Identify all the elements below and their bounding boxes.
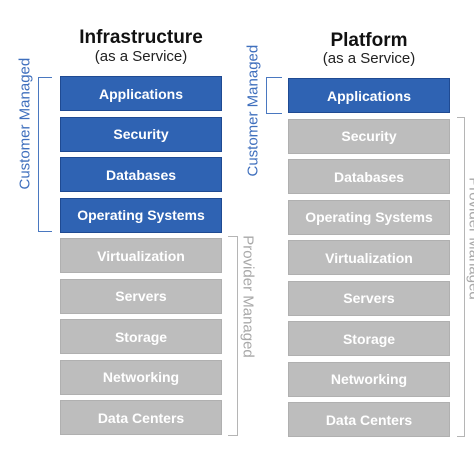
paas-provider-brace <box>457 117 465 437</box>
iaas-layer-operating-systems: Operating Systems <box>60 197 222 233</box>
paas-layer-security: Security <box>288 118 450 154</box>
iaas-layer-virtualization: Virtualization <box>60 238 222 273</box>
iaas-layer-data-centers: Data Centers <box>60 400 222 435</box>
iaas-customer-managed-label: Customer Managed <box>16 57 34 190</box>
iaas-provider-managed-label: Provider Managed <box>239 235 257 358</box>
paas-layer-operating-systems: Operating Systems <box>288 199 450 235</box>
paas-customer-brace <box>266 77 282 114</box>
paas-customer-managed-label: Customer Managed <box>244 44 262 177</box>
paas-layer-applications: Applications <box>288 78 450 113</box>
paas-subtitle: (as a Service) <box>322 50 416 67</box>
paas-layer-networking: Networking <box>288 361 450 397</box>
paas-layer-servers: Servers <box>288 280 450 316</box>
paas-layer-virtualization: Virtualization <box>288 240 450 275</box>
iaas-layer-applications: Applications <box>60 76 222 111</box>
iaas-layer-networking: Networking <box>60 359 222 395</box>
iaas-layer-databases: Databases <box>60 157 222 192</box>
iaas-provider-brace <box>228 236 238 436</box>
paas-title: Platform <box>330 30 408 51</box>
paas-provider-managed-label: Provider Managed <box>465 177 474 300</box>
iaas-subtitle: (as a Service) <box>94 48 188 65</box>
paas-layer-databases: Databases <box>288 159 450 194</box>
iaas-title: Infrastructure <box>79 27 203 48</box>
iaas-layer-storage: Storage <box>60 319 222 354</box>
iaas-layer-servers: Servers <box>60 278 222 314</box>
iaas-customer-brace <box>38 77 52 232</box>
paas-layer-data-centers: Data Centers <box>288 402 450 437</box>
iaas-layer-security: Security <box>60 116 222 152</box>
paas-layer-storage: Storage <box>288 321 450 356</box>
